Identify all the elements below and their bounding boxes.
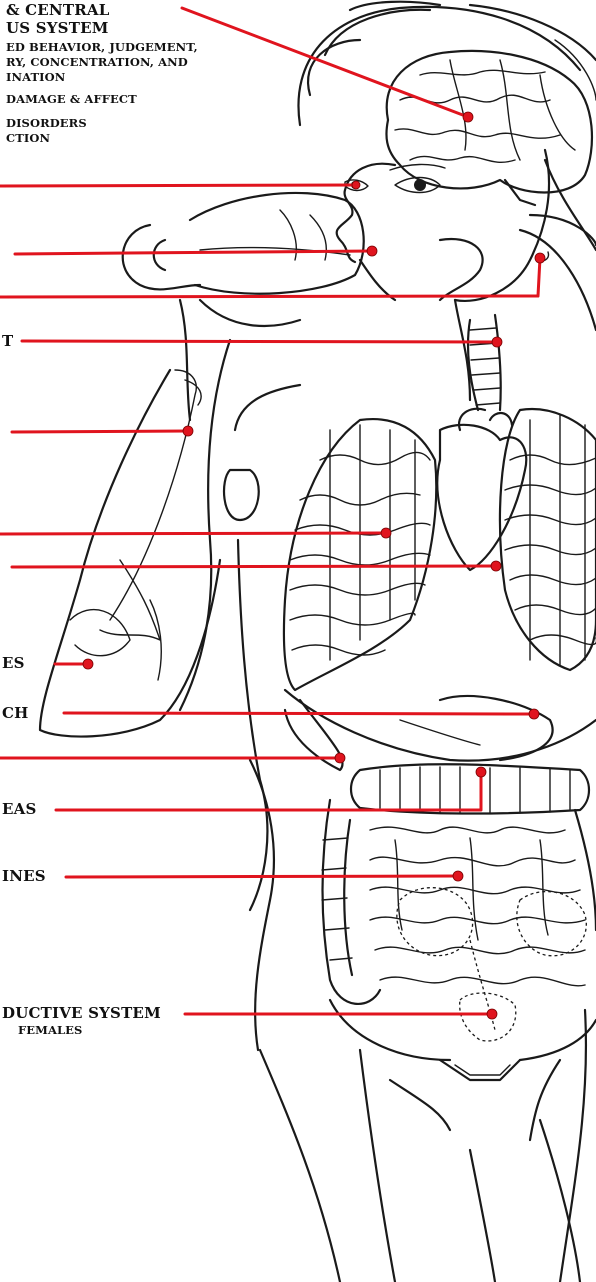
- dot-throat: [492, 337, 502, 347]
- brain-label-title-2: US SYSTEM: [6, 21, 109, 36]
- reproductive-label: DUCTIVE SYSTEM: [2, 1006, 161, 1021]
- small-intestines-drawing: [370, 827, 585, 986]
- brain-desc-4: DAMAGE & AFFECT: [6, 94, 137, 106]
- dot-glands: [83, 659, 93, 669]
- brain-label-title-1: & CENTRAL: [6, 3, 109, 18]
- leader-brain: [182, 8, 468, 117]
- torso-drawing: [224, 385, 586, 1282]
- leader-ear: [0, 258, 540, 297]
- brain-desc-3: INATION: [6, 72, 65, 84]
- colon-drawing: [322, 764, 596, 1004]
- arm-drawing: [40, 340, 230, 737]
- dot-mouth: [367, 246, 377, 256]
- leader-stomach: [64, 713, 534, 714]
- lung-texture-left: [290, 425, 430, 660]
- dot-lungs: [381, 528, 391, 538]
- intestines-label: INES: [2, 869, 46, 884]
- leader-lungs: [0, 533, 386, 534]
- pancreas-label: EAS: [2, 802, 37, 817]
- leader-arm: [12, 431, 188, 432]
- dot-intestines: [453, 871, 463, 881]
- leader-heart: [12, 566, 496, 567]
- cup-and-hand-drawing: [123, 193, 364, 420]
- trachea-drawing: [360, 239, 501, 410]
- brain-desc-1: ED BEHAVIOR, JUDGEMENT,: [6, 42, 198, 54]
- brain-desc-6: CTION: [6, 133, 50, 145]
- dot-liver: [335, 753, 345, 763]
- face-drawing: [337, 150, 549, 301]
- dot-arm: [183, 426, 193, 436]
- heart-drawing: [437, 409, 526, 570]
- dot-stomach: [529, 709, 539, 719]
- lung-texture-right: [505, 415, 596, 665]
- leader-mouth: [15, 251, 372, 254]
- leader-intestines: [66, 876, 458, 877]
- dot-eye: [352, 181, 360, 189]
- dot-pancreas: [476, 767, 486, 777]
- dot-ear: [535, 253, 545, 263]
- leader-throat: [22, 341, 497, 342]
- dot-heart: [491, 561, 501, 571]
- throat-label: T: [2, 334, 13, 349]
- reproductive-sublabel: FEMALES: [18, 1025, 82, 1037]
- brain-desc-2: RY, CONCENTRATION, AND: [6, 57, 188, 69]
- glands-label: ES: [2, 656, 25, 671]
- stomach-label: CH: [2, 706, 29, 721]
- dot-reproductive: [487, 1009, 497, 1019]
- leader-pancreas: [56, 772, 481, 810]
- dot-brain: [463, 112, 473, 122]
- brain-desc-5: DISORDERS: [6, 118, 87, 130]
- leader-eye: [0, 185, 356, 186]
